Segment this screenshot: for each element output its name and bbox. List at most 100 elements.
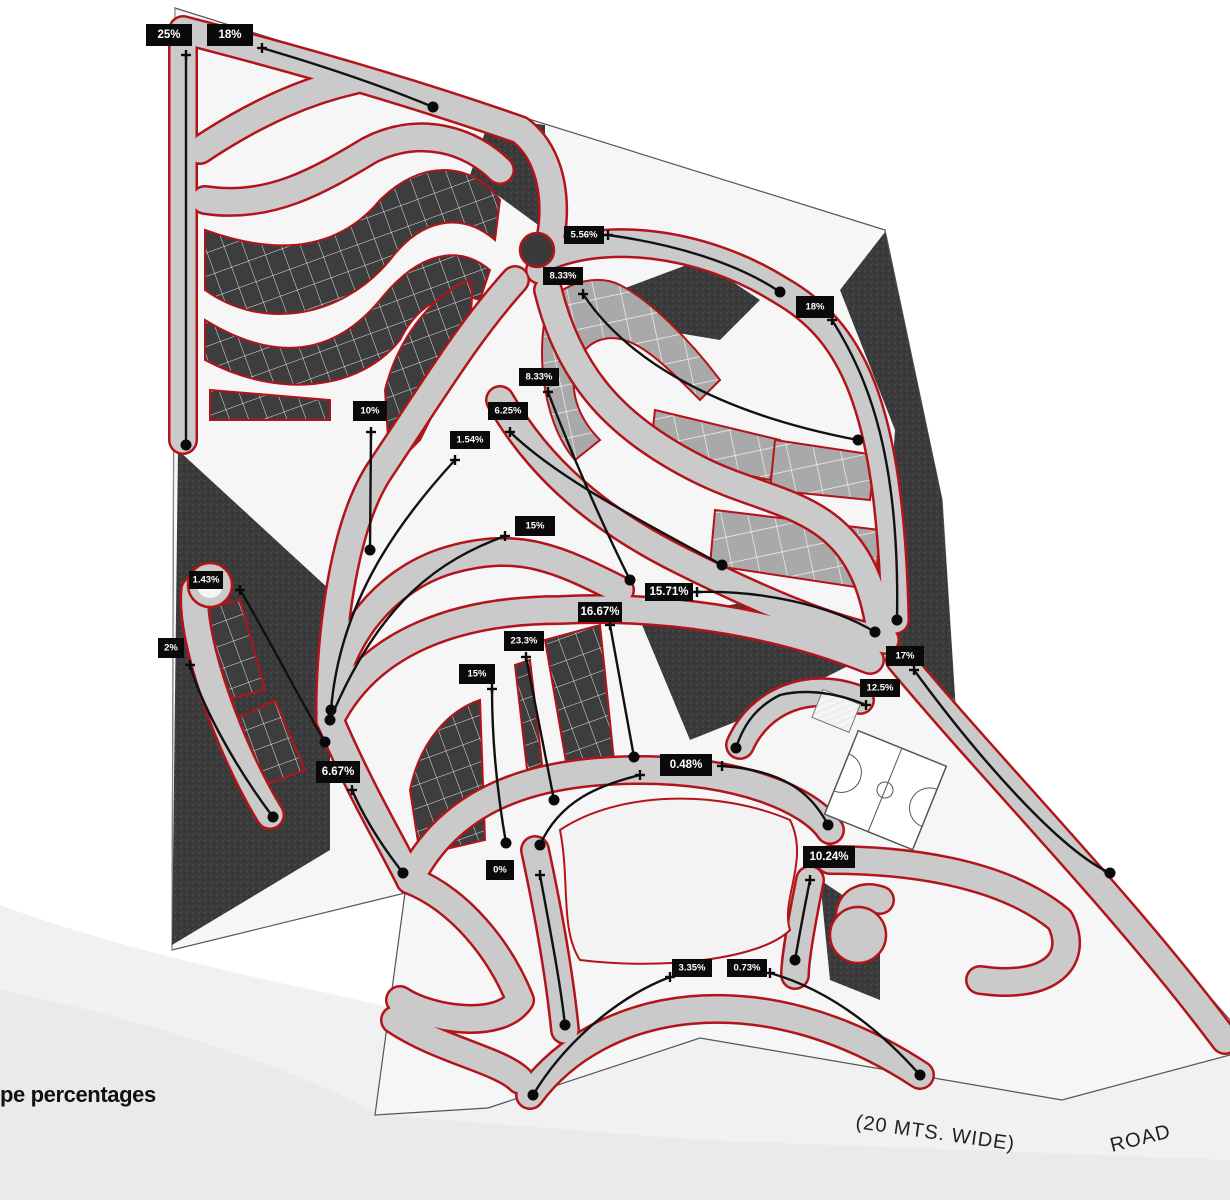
slope-label-22: 0%: [486, 860, 514, 880]
slope-label-text: 1.43%: [193, 575, 220, 586]
slope-label-bg: [189, 571, 223, 589]
slope-label-bg: [488, 402, 528, 420]
slope-label-8: 6.25%: [488, 402, 528, 420]
central-plaza: [558, 797, 799, 965]
caption-slope-percentages: pe percentages: [0, 1082, 156, 1107]
slope-label-2: 18%: [207, 24, 253, 46]
slope-label-9: 1.54%: [450, 431, 490, 449]
slope-label-text: 16.67%: [580, 606, 619, 618]
slope-label-bg: [727, 959, 767, 977]
slope-label-bg: [459, 664, 495, 684]
slope-label-bg: [578, 602, 622, 622]
slope-3-endpoint: [774, 286, 786, 298]
slope-label-bg: [803, 846, 855, 868]
slope-label-23: 3.35%: [672, 959, 712, 977]
slope-label-bg: [207, 24, 253, 46]
slope-label-bg: [146, 24, 192, 46]
slope-9-line: [329, 458, 457, 712]
slope-label-text: 0.73%: [734, 963, 761, 974]
slope-label-text: 23.3%: [511, 636, 538, 647]
slope-label-7: 8.33%: [519, 368, 559, 386]
slope-12-endpoint: [319, 736, 331, 748]
slope-label-10: 15%: [515, 516, 555, 536]
slope-label-text: 25%: [157, 29, 180, 41]
slope-10-endpoint: [324, 714, 336, 726]
slope-label-text: 3.35%: [679, 963, 706, 974]
slope-21-endpoint: [822, 819, 834, 831]
slope-label-6: 10%: [353, 401, 387, 421]
slope-5-line: [830, 318, 899, 622]
slope-label-bg: [660, 754, 712, 776]
slope-4-line: [581, 292, 860, 442]
slope-22-line: [538, 873, 567, 1027]
slope-4-endpoint: [852, 434, 864, 446]
slope-label-bg: [515, 516, 555, 536]
slope-19-line: [538, 773, 642, 847]
slope-label-bg: [486, 860, 514, 880]
lot-blocks: [193, 169, 882, 857]
slope-label-text: 0.48%: [670, 759, 703, 771]
slope-7-endpoint: [624, 574, 636, 586]
slope-2-endpoint: [427, 101, 439, 113]
slope-label-text: 15%: [467, 669, 487, 680]
slope-label-20: 6.67%: [316, 761, 360, 783]
slope-label-bg: [796, 296, 834, 318]
slope-label-18: 12.5%: [860, 679, 900, 697]
slope-label-bg: [886, 646, 924, 666]
slope-label-19: 0.48%: [660, 754, 712, 776]
slope-label-text: 18%: [805, 302, 825, 313]
slope-label-14: 16.67%: [578, 602, 622, 622]
slope-11-endpoint: [869, 626, 881, 638]
slope-23-line: [531, 975, 672, 1097]
slope-label-bg: [353, 401, 387, 421]
slope-label-4: 8.33%: [543, 267, 583, 285]
slope-12-line: [238, 588, 327, 744]
slope-17-line: [912, 668, 1112, 875]
slope-5-endpoint: [891, 614, 903, 626]
slope-label-text: 5.56%: [571, 230, 598, 241]
slope-label-text: 1.54%: [457, 435, 484, 446]
slope-23-endpoint: [527, 1089, 539, 1101]
slope-annotations: 25% 18% 5.56% 8.33% 18% 10% 8.33% 6.25% 1.54% 15%…: [146, 24, 1116, 1101]
slope-label-15: 23.3%: [504, 631, 544, 651]
slope-label-bg: [450, 431, 490, 449]
slope-7-line: [546, 390, 632, 582]
slope-21-line: [720, 764, 830, 827]
slope-18-line: [734, 690, 868, 750]
slope-label-bg: [519, 368, 559, 386]
slope-24-endpoint: [914, 1069, 926, 1081]
slope-label-text: 10%: [360, 406, 380, 417]
slope-8-line: [508, 430, 724, 567]
slope-extra-1-endpoint: [789, 954, 801, 966]
slope-17-endpoint: [1104, 867, 1116, 879]
slope-1-endpoint: [180, 439, 192, 451]
slope-label-text: 17%: [895, 651, 915, 662]
slope-label-24: 0.73%: [727, 959, 767, 977]
basketball-court: [811, 688, 948, 851]
slope-label-text: 6.25%: [495, 406, 522, 417]
slope-15-endpoint: [548, 794, 560, 806]
slope-label-text: 15%: [525, 521, 545, 532]
slope-label-text: 8.33%: [550, 271, 577, 282]
slope-8-endpoint: [716, 559, 728, 571]
slope-label-17: 17%: [886, 646, 924, 666]
slope-label-bg: [645, 583, 693, 601]
slope-label-text: 10.24%: [809, 851, 848, 863]
slope-2-line: [260, 46, 435, 109]
slope-label-bg: [504, 631, 544, 651]
slope-label-12: 1.43%: [189, 571, 223, 589]
slope-label-text: 0%: [493, 865, 507, 876]
slope-label-text: 6.67%: [322, 766, 355, 778]
slope-label-bg: [564, 226, 604, 244]
slope-16-endpoint: [500, 837, 512, 849]
slope-14-line: [608, 623, 636, 759]
slope-label-13: 2%: [158, 638, 184, 658]
slope-label-text: 15.71%: [649, 586, 688, 598]
slope-label-text: 12.5%: [867, 683, 894, 694]
slope-label-21: 10.24%: [803, 846, 855, 868]
slope-label-bg: [316, 761, 360, 783]
slope-3-line: [606, 233, 782, 294]
slope-label-text: 8.33%: [526, 372, 553, 383]
slope-label-bg: [860, 679, 900, 697]
